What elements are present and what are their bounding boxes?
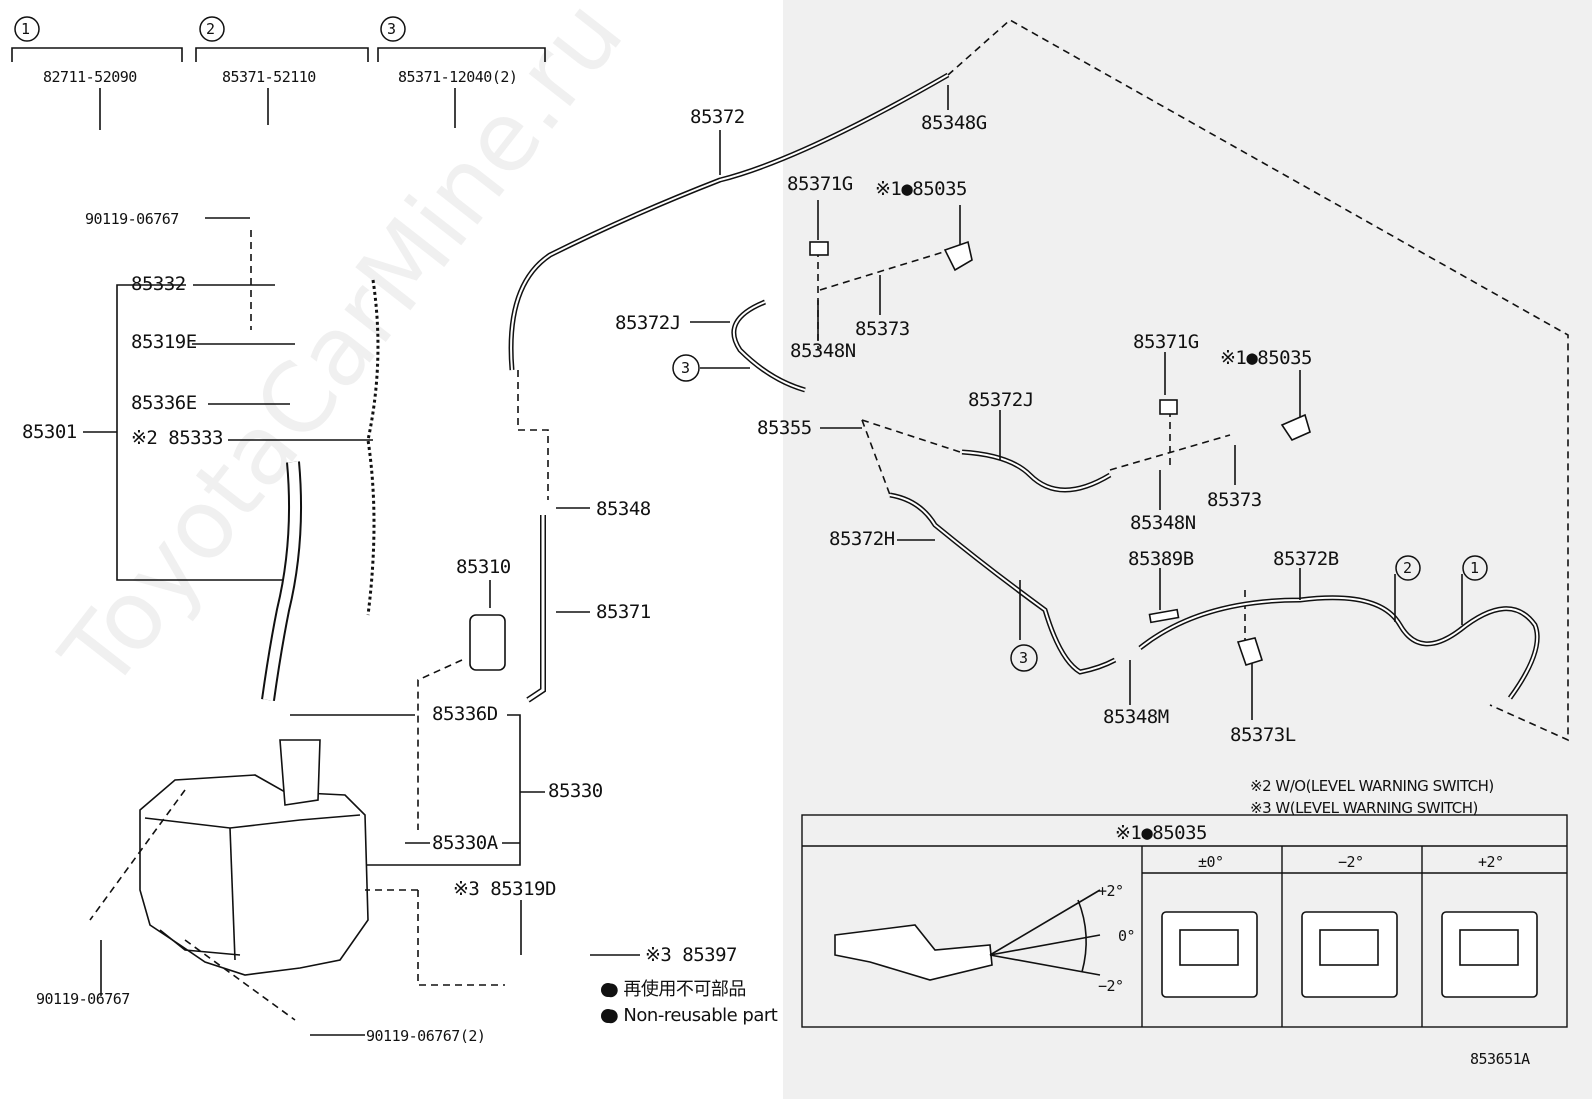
group-bracket-3 <box>377 47 546 62</box>
part-label-85397[interactable]: ※3 85397 <box>645 944 738 966</box>
part-label-85348N-lower[interactable]: 85348N <box>1130 512 1196 534</box>
part-label-90119-06767-left[interactable]: 90119-06767 <box>36 990 130 1008</box>
part-label-85373L[interactable]: 85373L <box>1230 724 1296 746</box>
part-label-85389B[interactable]: 85389B <box>1128 548 1194 570</box>
part-label-85371G-upper[interactable]: 85371G <box>787 173 853 195</box>
part-label-85372B[interactable]: 85372B <box>1273 548 1339 570</box>
part-label-85373-upper[interactable]: 85373 <box>855 318 910 340</box>
group-marker-2-num: 2 <box>206 20 215 38</box>
part-label-85371[interactable]: 85371 <box>596 601 651 623</box>
part-label-85310[interactable]: 85310 <box>456 556 511 578</box>
part-label-85330A[interactable]: 85330A <box>432 832 498 854</box>
part-label-85348M[interactable]: 85348M <box>1103 706 1169 728</box>
part-label-85336D[interactable]: 85336D <box>432 703 498 725</box>
part-label-85035-upper[interactable]: ※1●85035 <box>875 178 968 200</box>
part-label-85372J-upper[interactable]: 85372J <box>615 312 681 334</box>
part-label-85373-lower[interactable]: 85373 <box>1207 489 1262 511</box>
part-label-90119-06767-top[interactable]: 90119-06767 <box>85 210 179 228</box>
clip-callout-3-lower: 3 <box>1019 649 1028 667</box>
part-label-85035-lower[interactable]: ※1●85035 <box>1220 347 1313 369</box>
bullet-dot <box>601 1009 615 1023</box>
part-label-85371-52110[interactable]: 85371-52110 <box>222 68 316 86</box>
part-label-85348[interactable]: 85348 <box>596 498 651 520</box>
part-label-85336E[interactable]: 85336E <box>131 392 197 414</box>
part-label-85301[interactable]: 85301 <box>22 421 77 443</box>
group-callout-2 <box>199 16 225 42</box>
part-label-85332[interactable]: 85332 <box>131 273 186 295</box>
part-label-82711-52090[interactable]: 82711-52090 <box>43 68 137 86</box>
clip-callout-1: 1 <box>1470 559 1479 577</box>
group-callout-1 <box>14 16 40 42</box>
footnote-2: ※2 W/O(LEVEL WARNING SWITCH) <box>1250 777 1494 795</box>
part-label-90119-06767-bottom[interactable]: 90119-06767(2) <box>366 1027 486 1045</box>
part-label-85372[interactable]: 85372 <box>690 106 745 128</box>
detail-angle-0: 0° <box>1118 927 1136 945</box>
part-label-85319D[interactable]: ※3 85319D <box>453 878 556 900</box>
part-label-85355[interactable]: 85355 <box>757 417 812 439</box>
part-label-85371G-lower[interactable]: 85371G <box>1133 331 1199 353</box>
detail-column-minus2: −2° <box>1338 853 1364 871</box>
part-label-85348G[interactable]: 85348G <box>921 112 987 134</box>
detail-box-title: ※1●85035 <box>1115 822 1208 844</box>
footnote-3: ※3 W(LEVEL WARNING SWITCH) <box>1250 799 1478 817</box>
bullet-dot <box>601 983 615 997</box>
group-marker-1-num: 1 <box>21 20 30 38</box>
diagram-id: 853651A <box>1470 1050 1530 1068</box>
part-label-85333[interactable]: ※2 85333 <box>131 427 224 449</box>
group-callout-3 <box>380 16 406 42</box>
part-label-85319E[interactable]: 85319E <box>131 331 197 353</box>
legend-en: ● Non-reusable part <box>603 1005 778 1026</box>
part-label-85330[interactable]: 85330 <box>548 780 603 802</box>
legend-jp: ● 再使用不可部品 <box>603 979 746 1000</box>
detail-angle-minus2: −2° <box>1098 977 1124 995</box>
detail-angle-plus2: +2° <box>1098 882 1124 900</box>
detail-column-zero: ±0° <box>1198 853 1224 871</box>
part-label-85371-12040[interactable]: 85371-12040(2) <box>398 68 518 86</box>
part-label-85372J-lower[interactable]: 85372J <box>968 389 1034 411</box>
part-label-85372H[interactable]: 85372H <box>829 528 895 550</box>
group-bracket-1 <box>11 47 183 62</box>
detail-column-plus2: +2° <box>1478 853 1504 871</box>
clip-callout-2: 2 <box>1403 559 1412 577</box>
part-label-85348N-upper[interactable]: 85348N <box>790 340 856 362</box>
group-bracket-2 <box>195 47 369 62</box>
clip-callout-3-upper: 3 <box>681 359 690 377</box>
group-marker-3-num: 3 <box>387 20 396 38</box>
